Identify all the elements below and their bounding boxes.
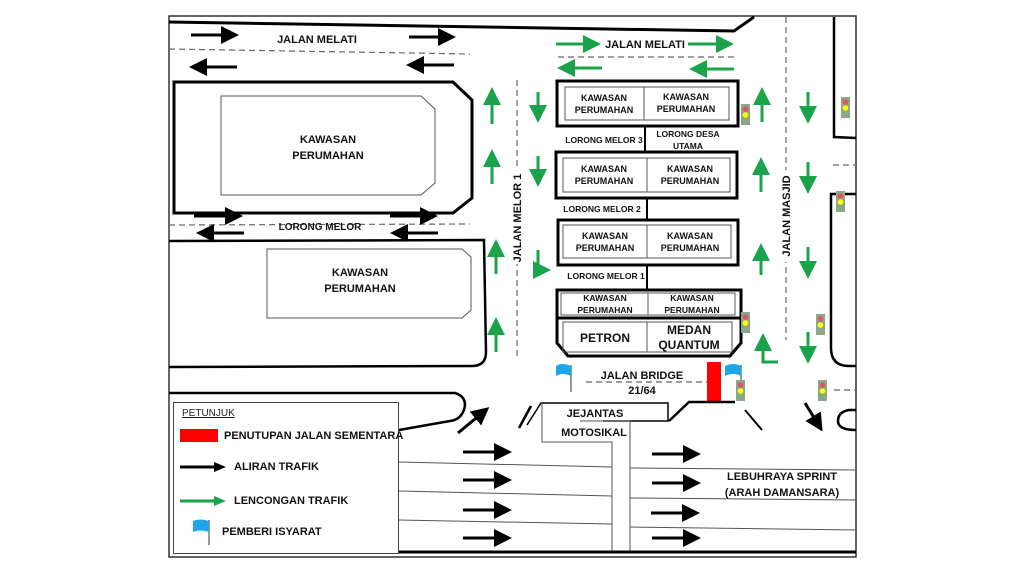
- center-block-4: KAWASAN PERUMAHAN KAWASAN PERUMAHAN PETR…: [555, 288, 743, 358]
- legend: PETUNJUK PENUTUPAN JALAN SEMENTARA ALIRA…: [173, 402, 403, 554]
- svg-text:PERUMAHAN: PERUMAHAN: [664, 305, 719, 315]
- detour-arrows-jalan-melati: [556, 35, 734, 78]
- svg-text:KAWASAN: KAWASAN: [583, 293, 626, 303]
- road-label-jalan-melor-1: JALAN MELOR 1: [512, 174, 524, 263]
- svg-text:KAWASAN: KAWASAN: [670, 293, 713, 303]
- svg-text:MOTOSIKAL: MOTOSIKAL: [561, 427, 627, 439]
- legend-item-traffic-flow: ALIRAN TRAFIK: [180, 461, 319, 473]
- svg-text:KAWASAN: KAWASAN: [667, 231, 713, 241]
- road-label-jejantas-motosikal: JEJANTAS: [567, 408, 624, 420]
- road-label-lorong-desa-utama: LORONG DESA: [656, 129, 719, 139]
- area-label: PERUMAHAN: [324, 283, 396, 295]
- svg-text:QUANTUM: QUANTUM: [658, 338, 719, 352]
- svg-text:PERUMAHAN: PERUMAHAN: [661, 176, 720, 186]
- legend-title: PETUNJUK: [182, 408, 235, 419]
- housing-block-inner: [220, 95, 436, 196]
- legend-item-flagman: PEMBERI ISYARAT: [180, 519, 322, 545]
- housing-block-outer: [172, 80, 474, 215]
- svg-text:(ARAH DAMANSARA): (ARAH DAMANSARA): [725, 487, 840, 499]
- svg-text:KAWASAN: KAWASAN: [667, 164, 713, 174]
- traffic-light-icon: [818, 380, 827, 401]
- traffic-light-icon: [741, 104, 750, 125]
- pedestrian-bridge: [526, 402, 669, 426]
- svg-text:UTAMA: UTAMA: [673, 141, 703, 151]
- lane-divider: [168, 223, 471, 226]
- area-label-petron: PETRON: [580, 331, 630, 345]
- legend-item-road-closure: PENUTUPAN JALAN SEMENTARA: [180, 429, 403, 442]
- road-edge: [169, 391, 467, 432]
- road-label-jalan-melati: JALAN MELATI: [277, 34, 357, 46]
- traffic-light-icon: [836, 191, 845, 212]
- blue-flag-icon: [193, 519, 210, 545]
- traffic-light-icon: [736, 380, 745, 401]
- housing-block-inner: [266, 248, 472, 319]
- svg-text:PERUMAHAN: PERUMAHAN: [657, 104, 716, 114]
- traffic-flow-arrows-lorong-melor: [194, 207, 438, 242]
- traffic-light-icon: [816, 314, 825, 335]
- legend-item-detour: LENCONGAN TRAFIK: [180, 495, 348, 507]
- road-label-jalan-melati-detour: JALAN MELATI: [605, 39, 685, 51]
- traffic-flow-arrows-jalan-melati: [189, 26, 456, 76]
- traffic-flow-arrows-lebuhraya: [463, 443, 701, 547]
- svg-text:PERUMAHAN: PERUMAHAN: [576, 243, 635, 253]
- road-closure-marker: [707, 362, 721, 402]
- traffic-light-icon: [841, 97, 850, 118]
- svg-text:21/64: 21/64: [628, 385, 656, 397]
- road-label-lorong-melor: LORONG MELOR: [279, 222, 363, 233]
- svg-text:KAWASAN: KAWASAN: [581, 93, 627, 103]
- svg-text:PERUMAHAN: PERUMAHAN: [661, 243, 720, 253]
- highway-lanes: [398, 461, 857, 531]
- road-label-lebuhraya-sprint: LEBUHRAYA SPRINT: [727, 471, 837, 483]
- traffic-flow-arrow: [457, 407, 490, 435]
- black-arrow-icon: [180, 462, 226, 472]
- svg-text:KAWASAN: KAWASAN: [582, 231, 628, 241]
- traffic-light-icon: [741, 312, 750, 333]
- road-label-lorong-melor-2: LORONG MELOR 2: [563, 204, 641, 214]
- svg-text:KAWASAN: KAWASAN: [663, 92, 709, 102]
- svg-text:PERUMAHAN: PERUMAHAN: [575, 105, 634, 115]
- area-label: KAWASAN: [300, 134, 356, 146]
- svg-text:KAWASAN: KAWASAN: [581, 164, 627, 174]
- svg-text:PERUMAHAN: PERUMAHAN: [575, 176, 634, 186]
- flagman-icon: [556, 364, 572, 392]
- svg-text:PERUMAHAN: PERUMAHAN: [577, 305, 632, 315]
- road-label-lorong-melor-1: LORONG MELOR 1: [567, 271, 645, 281]
- housing-block-outer: [168, 238, 488, 369]
- road-label-jalan-bridge: JALAN BRIDGE: [601, 370, 684, 382]
- detour-arrows-jalan-melor-1: [483, 87, 551, 352]
- green-arrow-icon: [180, 496, 226, 506]
- road-label-lorong-melor-3: LORONG MELOR 3: [565, 135, 643, 145]
- lane-divider: [168, 48, 471, 55]
- road-closure-swatch: [180, 429, 218, 442]
- road-edge: [168, 15, 755, 33]
- detour-arrows-jalan-masjid: [752, 87, 817, 364]
- traffic-flow-arrow: [803, 402, 823, 432]
- traffic-lights: [736, 97, 850, 401]
- area-label: KAWASAN: [332, 267, 388, 279]
- center-block-1: KAWASAN PERUMAHAN KAWASAN PERUMAHAN: [555, 79, 740, 128]
- road-label-jalan-masjid: JALAN MASJID: [781, 175, 793, 256]
- area-label-medan-quantum: MEDAN: [667, 323, 711, 337]
- area-label: PERUMAHAN: [292, 150, 364, 162]
